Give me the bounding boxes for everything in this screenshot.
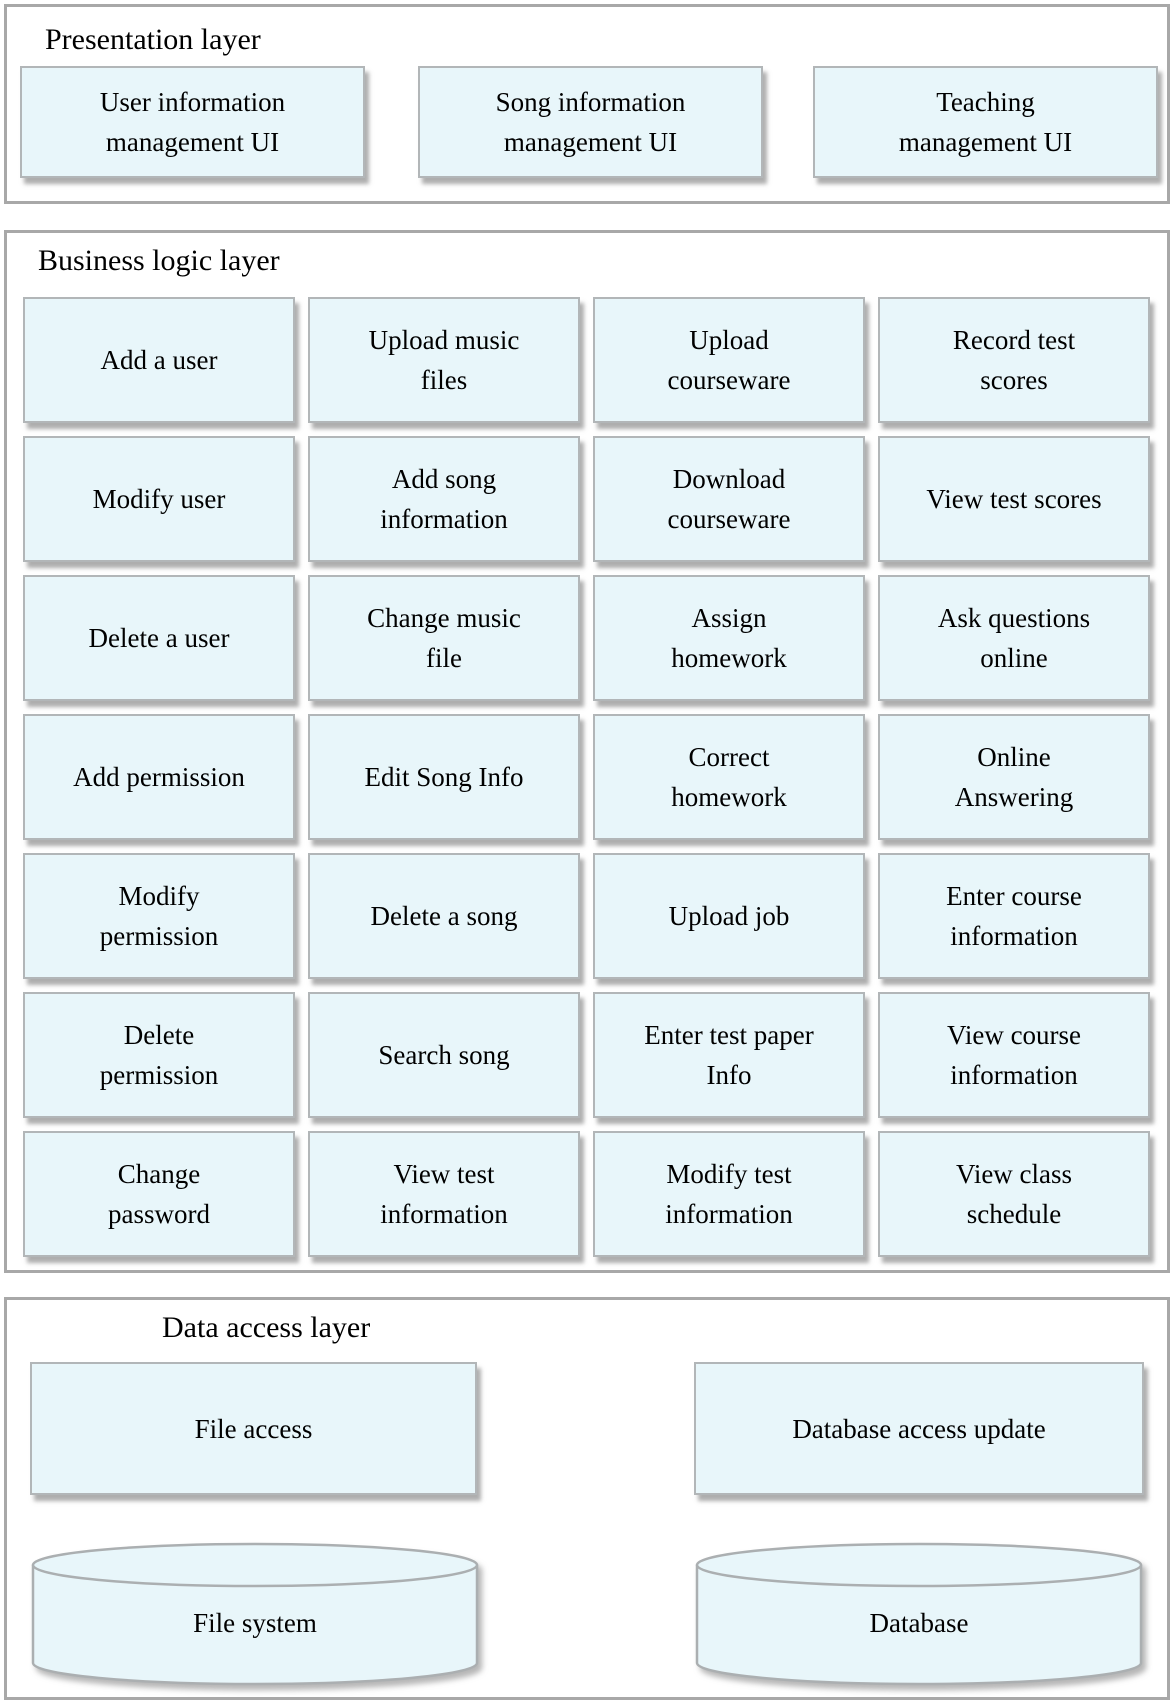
box-label: Upload courseware [667, 325, 791, 395]
box-upload-job: Upload job [593, 853, 865, 979]
box-label: Enter test paper Info [644, 1020, 814, 1090]
box-change-password: Change password [23, 1131, 295, 1257]
box-upload-music-files: Upload music files [308, 297, 580, 423]
box-add-song-information: Add song information [308, 436, 580, 562]
box-label: Teaching management UI [898, 87, 1073, 157]
box-label: Upload music files [368, 325, 520, 395]
box-online-answering: Online Answering [878, 714, 1150, 840]
business-logic-layer-container: Business logic layer Add a user Upload m… [4, 230, 1170, 1273]
box-label: Online Answering [954, 742, 1074, 812]
data-access-layer-title: Data access layer [162, 1311, 371, 1344]
file-system-cylinder: File system [30, 1540, 480, 1690]
box-label: Database access update [792, 1413, 1046, 1444]
box-label: Modify permission [99, 881, 219, 951]
box-view-class-schedule: View class schedule [878, 1131, 1150, 1257]
box-label: Assign homework [671, 603, 787, 673]
box-label: Edit Song Info [364, 762, 524, 792]
box-database-access-update: Database access update [694, 1362, 1144, 1495]
box-label: Enter course information [946, 881, 1082, 951]
box-add-permission: Add permission [23, 714, 295, 840]
box-edit-song-info: Edit Song Info [308, 714, 580, 840]
presentation-layer-title: Presentation layer [45, 23, 261, 56]
box-download-courseware: Download courseware [593, 436, 865, 562]
box-assign-homework: Assign homework [593, 575, 865, 701]
box-label: Change music file [367, 603, 521, 673]
box-view-test-scores: View test scores [878, 436, 1150, 562]
cylinder-shape-icon [31, 1542, 479, 1686]
box-delete-a-song: Delete a song [308, 853, 580, 979]
box-upload-courseware: Upload courseware [593, 297, 865, 423]
box-modify-test-information: Modify test information [593, 1131, 865, 1257]
box-label: Song information management UI [495, 87, 686, 157]
box-change-music-file: Change music file [308, 575, 580, 701]
box-label: Add permission [73, 762, 245, 792]
box-label: Delete a user [88, 623, 230, 653]
box-label: View test information [380, 1159, 508, 1229]
box-view-course-information: View course information [878, 992, 1150, 1118]
box-enter-test-paper-info: Enter test paper Info [593, 992, 865, 1118]
cylinder-label: Database [869, 1607, 969, 1638]
box-label: Correct homework [671, 742, 787, 812]
box-label: Record test scores [952, 325, 1076, 395]
box-record-test-scores: Record test scores [878, 297, 1150, 423]
box-file-access: File access [30, 1362, 477, 1495]
box-user-information-management-ui: User information management UI [20, 66, 365, 178]
box-label: Modify test information [665, 1159, 793, 1229]
box-label: Delete a song [370, 901, 518, 931]
data-access-layer-container: Data access layer File access Database a… [4, 1297, 1170, 1700]
box-ask-questions-online: Ask questions online [878, 575, 1150, 701]
database-cylinder: Database [694, 1540, 1144, 1690]
box-label: View test scores [926, 484, 1102, 514]
box-enter-course-information: Enter course information [878, 853, 1150, 979]
box-label: View class schedule [955, 1159, 1073, 1229]
box-label: Ask questions online [937, 603, 1091, 673]
box-modify-permission: Modify permission [23, 853, 295, 979]
box-search-song: Search song [308, 992, 580, 1118]
presentation-layer-container: Presentation layer User information mana… [4, 4, 1170, 204]
box-label: Delete permission [99, 1020, 219, 1090]
cylinder-shape-icon [695, 1542, 1143, 1686]
box-label: View course information [946, 1020, 1082, 1090]
box-view-test-information: View test information [308, 1131, 580, 1257]
box-modify-user: Modify user [23, 436, 295, 562]
box-label: Upload job [668, 901, 790, 931]
box-label: Download courseware [667, 464, 791, 534]
cylinder-label: File system [193, 1607, 317, 1638]
business-function-grid: Add a user Upload music files Upload cou… [23, 297, 1150, 1257]
business-logic-layer-title: Business logic layer [38, 244, 280, 277]
box-label: User information management UI [99, 87, 286, 157]
box-correct-homework: Correct homework [593, 714, 865, 840]
box-label: Change password [108, 1159, 210, 1229]
box-add-a-user: Add a user [23, 297, 295, 423]
box-delete-a-user: Delete a user [23, 575, 295, 701]
box-label: Modify user [92, 484, 226, 514]
box-delete-permission: Delete permission [23, 992, 295, 1118]
box-song-information-management-ui: Song information management UI [418, 66, 763, 178]
box-label: Add a user [100, 345, 218, 375]
box-label: Search song [378, 1040, 510, 1070]
box-teaching-management-ui: Teaching management UI [813, 66, 1158, 178]
box-label: File access [194, 1413, 313, 1444]
box-label: Add song information [380, 464, 508, 534]
